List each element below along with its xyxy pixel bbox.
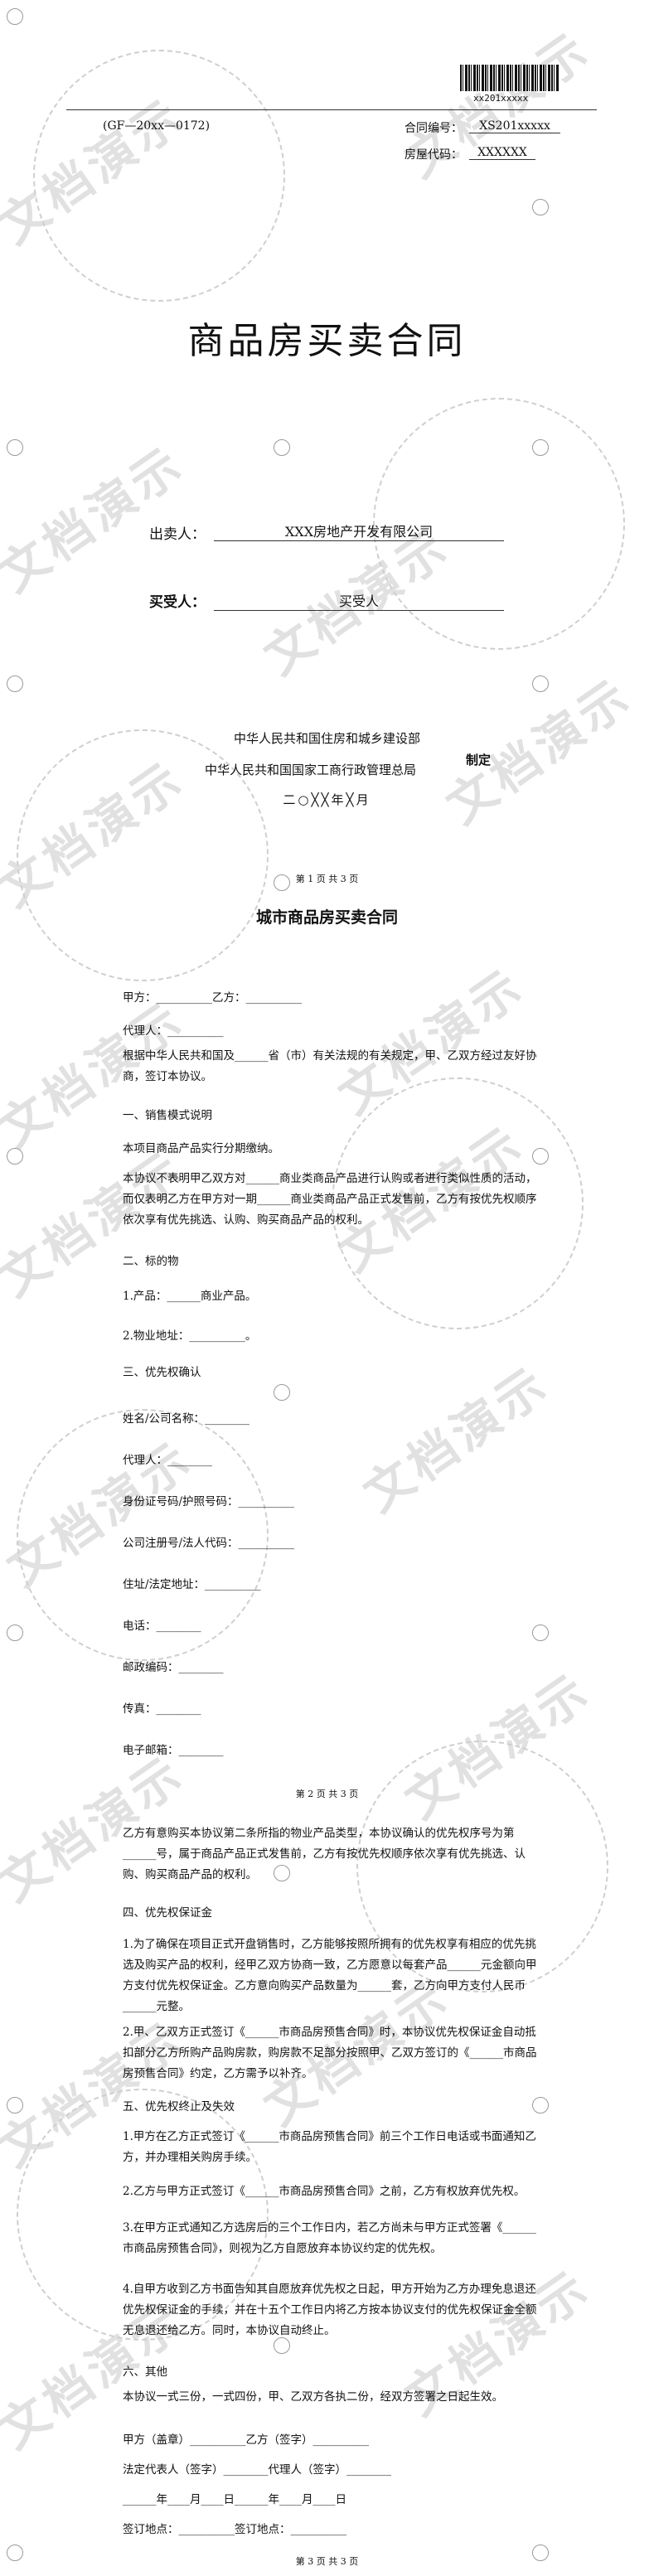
house-code-label: 房屋代码：: [405, 148, 463, 162]
seller-label: 出卖人：: [149, 526, 206, 543]
watermark-dot: [532, 439, 549, 456]
agency-line-1: 中华人民共和国住房和城乡建设部: [233, 731, 420, 746]
page-number-3: 第 3 页 共 3 页: [295, 2556, 359, 2567]
section-6-title: 六、其他: [123, 2365, 167, 2379]
signature-line-2: 法定代表人（签字）________代理人（签字）________: [123, 2463, 391, 2477]
signature-line-4: 签订地点：__________签订地点：__________: [123, 2523, 346, 2536]
agency-date: 二○╳╳年╳月: [283, 792, 371, 807]
watermark-dot: [7, 439, 23, 456]
section-4-title: 四、优先权保证金: [123, 1906, 212, 1920]
watermark-dot: [532, 1625, 549, 1641]
party-a-line: 甲方：__________乙方：__________: [123, 991, 302, 1005]
section-1-p2: 本协议不表明甲乙双方对______商业类商品产品进行认购或者进行类似性质的活动，…: [123, 1172, 537, 1227]
watermark-arc: [33, 50, 285, 302]
signature-line-1: 甲方（盖章）__________乙方（签字）__________: [123, 2433, 369, 2447]
section-5-item-1: 1.甲方在乙方正式签订《______市商品房预售合同》前三个工作日电话或书面通知…: [123, 2130, 536, 2164]
cover-title: 商品房买卖合同: [187, 320, 467, 362]
watermark-text: 文档演示: [328, 956, 535, 1126]
barcode-number: xx201xxxxx: [473, 93, 529, 104]
section-2-item-2: 2.物业地址：__________。: [123, 1329, 257, 1343]
section-4-item-1: 1.为了确保在项目正式开盘销售时，乙方能够按照所拥有的优先权享有相应的优先挑选及…: [123, 1938, 537, 2013]
agent-line: 代理人：__________: [123, 1024, 224, 1038]
section-5-item-3: 3.在甲方正式通知乙方选房后的三个工作日内，若乙方尚未与甲方正式签署《_____…: [123, 2221, 536, 2255]
watermark-dot: [7, 1148, 23, 1165]
agency-suffix: 制定: [466, 753, 492, 767]
watermark-dot: [532, 199, 549, 215]
field-agent: 代理人：________: [123, 1454, 212, 1467]
house-code-value: XXXXXX: [469, 146, 535, 160]
field-tel: 电话：________: [123, 1620, 201, 1633]
header-rule: [66, 109, 597, 110]
field-zip: 邮政编码：________: [123, 1661, 224, 1674]
contract-no-label: 合同编号：: [405, 122, 463, 135]
field-reg: 公司注册号/法人代码：__________: [123, 1537, 295, 1550]
section-6-item-1: 本协议一式三份，一式四份，甲、乙双方各执二份，经双方签署之日起生效。: [123, 2390, 503, 2404]
field-id: 身份证号码/护照号码：__________: [123, 1495, 295, 1508]
watermark-dot: [274, 1384, 290, 1401]
edition-code: (GF—20xx—0172): [103, 119, 211, 133]
watermark-dot: [7, 2097, 23, 2114]
watermark-text: 文档演示: [0, 86, 196, 255]
intro-paragraph: 根据中华人民共和国及______省（市）有关法规的有关规定，甲、乙双方经过友好协…: [123, 1049, 537, 1083]
field-fax: 传真：________: [123, 1702, 201, 1716]
agency-line-2: 中华人民共和国国家工商行政管理总局: [204, 763, 416, 777]
watermark-dot: [7, 675, 23, 692]
field-name: 姓名/公司名称：________: [123, 1412, 250, 1426]
watermark-text: 文档演示: [0, 1429, 204, 1598]
section-5-title: 五、优先权终止及失效: [123, 2100, 235, 2114]
contract-no-value: XS201xxxxx: [469, 119, 560, 133]
section-2-item-1: 1.产品：______商业产品。: [123, 1290, 257, 1303]
watermark-dot: [274, 439, 290, 456]
field-email: 电子邮箱：________: [123, 1744, 224, 1757]
section-4-item-2: 2.甲、乙双方正式签订《______市商品房预售合同》时，本协议优先权保证金自动…: [123, 2026, 537, 2080]
page-number-1: 第 1 页 共 3 页: [295, 874, 359, 884]
section-5-item-2: 2.乙方与甲方正式签订《______市商品房预售合同》之前，乙方有权放弃优先权。: [123, 2185, 526, 2198]
watermark-text: 文档演示: [395, 1661, 602, 1830]
page-number-2: 第 2 页 共 3 页: [295, 1789, 359, 1799]
watermark-text: 文档演示: [353, 1354, 560, 1523]
watermark-dot: [532, 2097, 549, 2114]
seller-value: XXX房地产开发有限公司: [214, 521, 504, 541]
buyer-label: 买受人：: [149, 594, 206, 611]
section-5-item-4: 4.自甲方收到乙方书面告知其自愿放弃优先权之日起，甲方开始为乙方办理免息退还优先…: [123, 2283, 537, 2337]
watermark-text: 文档演示: [0, 434, 196, 603]
field-address: 住址/法定地址：__________: [123, 1578, 261, 1591]
barcode-image: [460, 65, 560, 91]
section-1-p1: 本项目商品产品实行分期缴纳。: [123, 1142, 279, 1155]
watermark-dot: [7, 8, 23, 25]
section-2-title: 二、标的物: [123, 1255, 179, 1268]
contract-title: 城市商品房买卖合同: [255, 908, 398, 927]
watermark-text: 文档演示: [436, 666, 643, 835]
signature-line-3: ______年____月____日______年____月____日: [123, 2493, 346, 2506]
watermark-dot: [7, 1625, 23, 1641]
watermark-dot: [532, 1148, 549, 1165]
section-3-intro: 乙方有意购买本协议第二条所指的物业产品类型，本协议确认的优先权序号为第_____…: [123, 1827, 526, 1881]
watermark-dot: [532, 675, 549, 692]
section-3-title: 三、优先权确认: [123, 1366, 201, 1379]
buyer-value: 买受人: [214, 590, 504, 611]
section-1-title: 一、销售模式说明: [123, 1109, 212, 1122]
